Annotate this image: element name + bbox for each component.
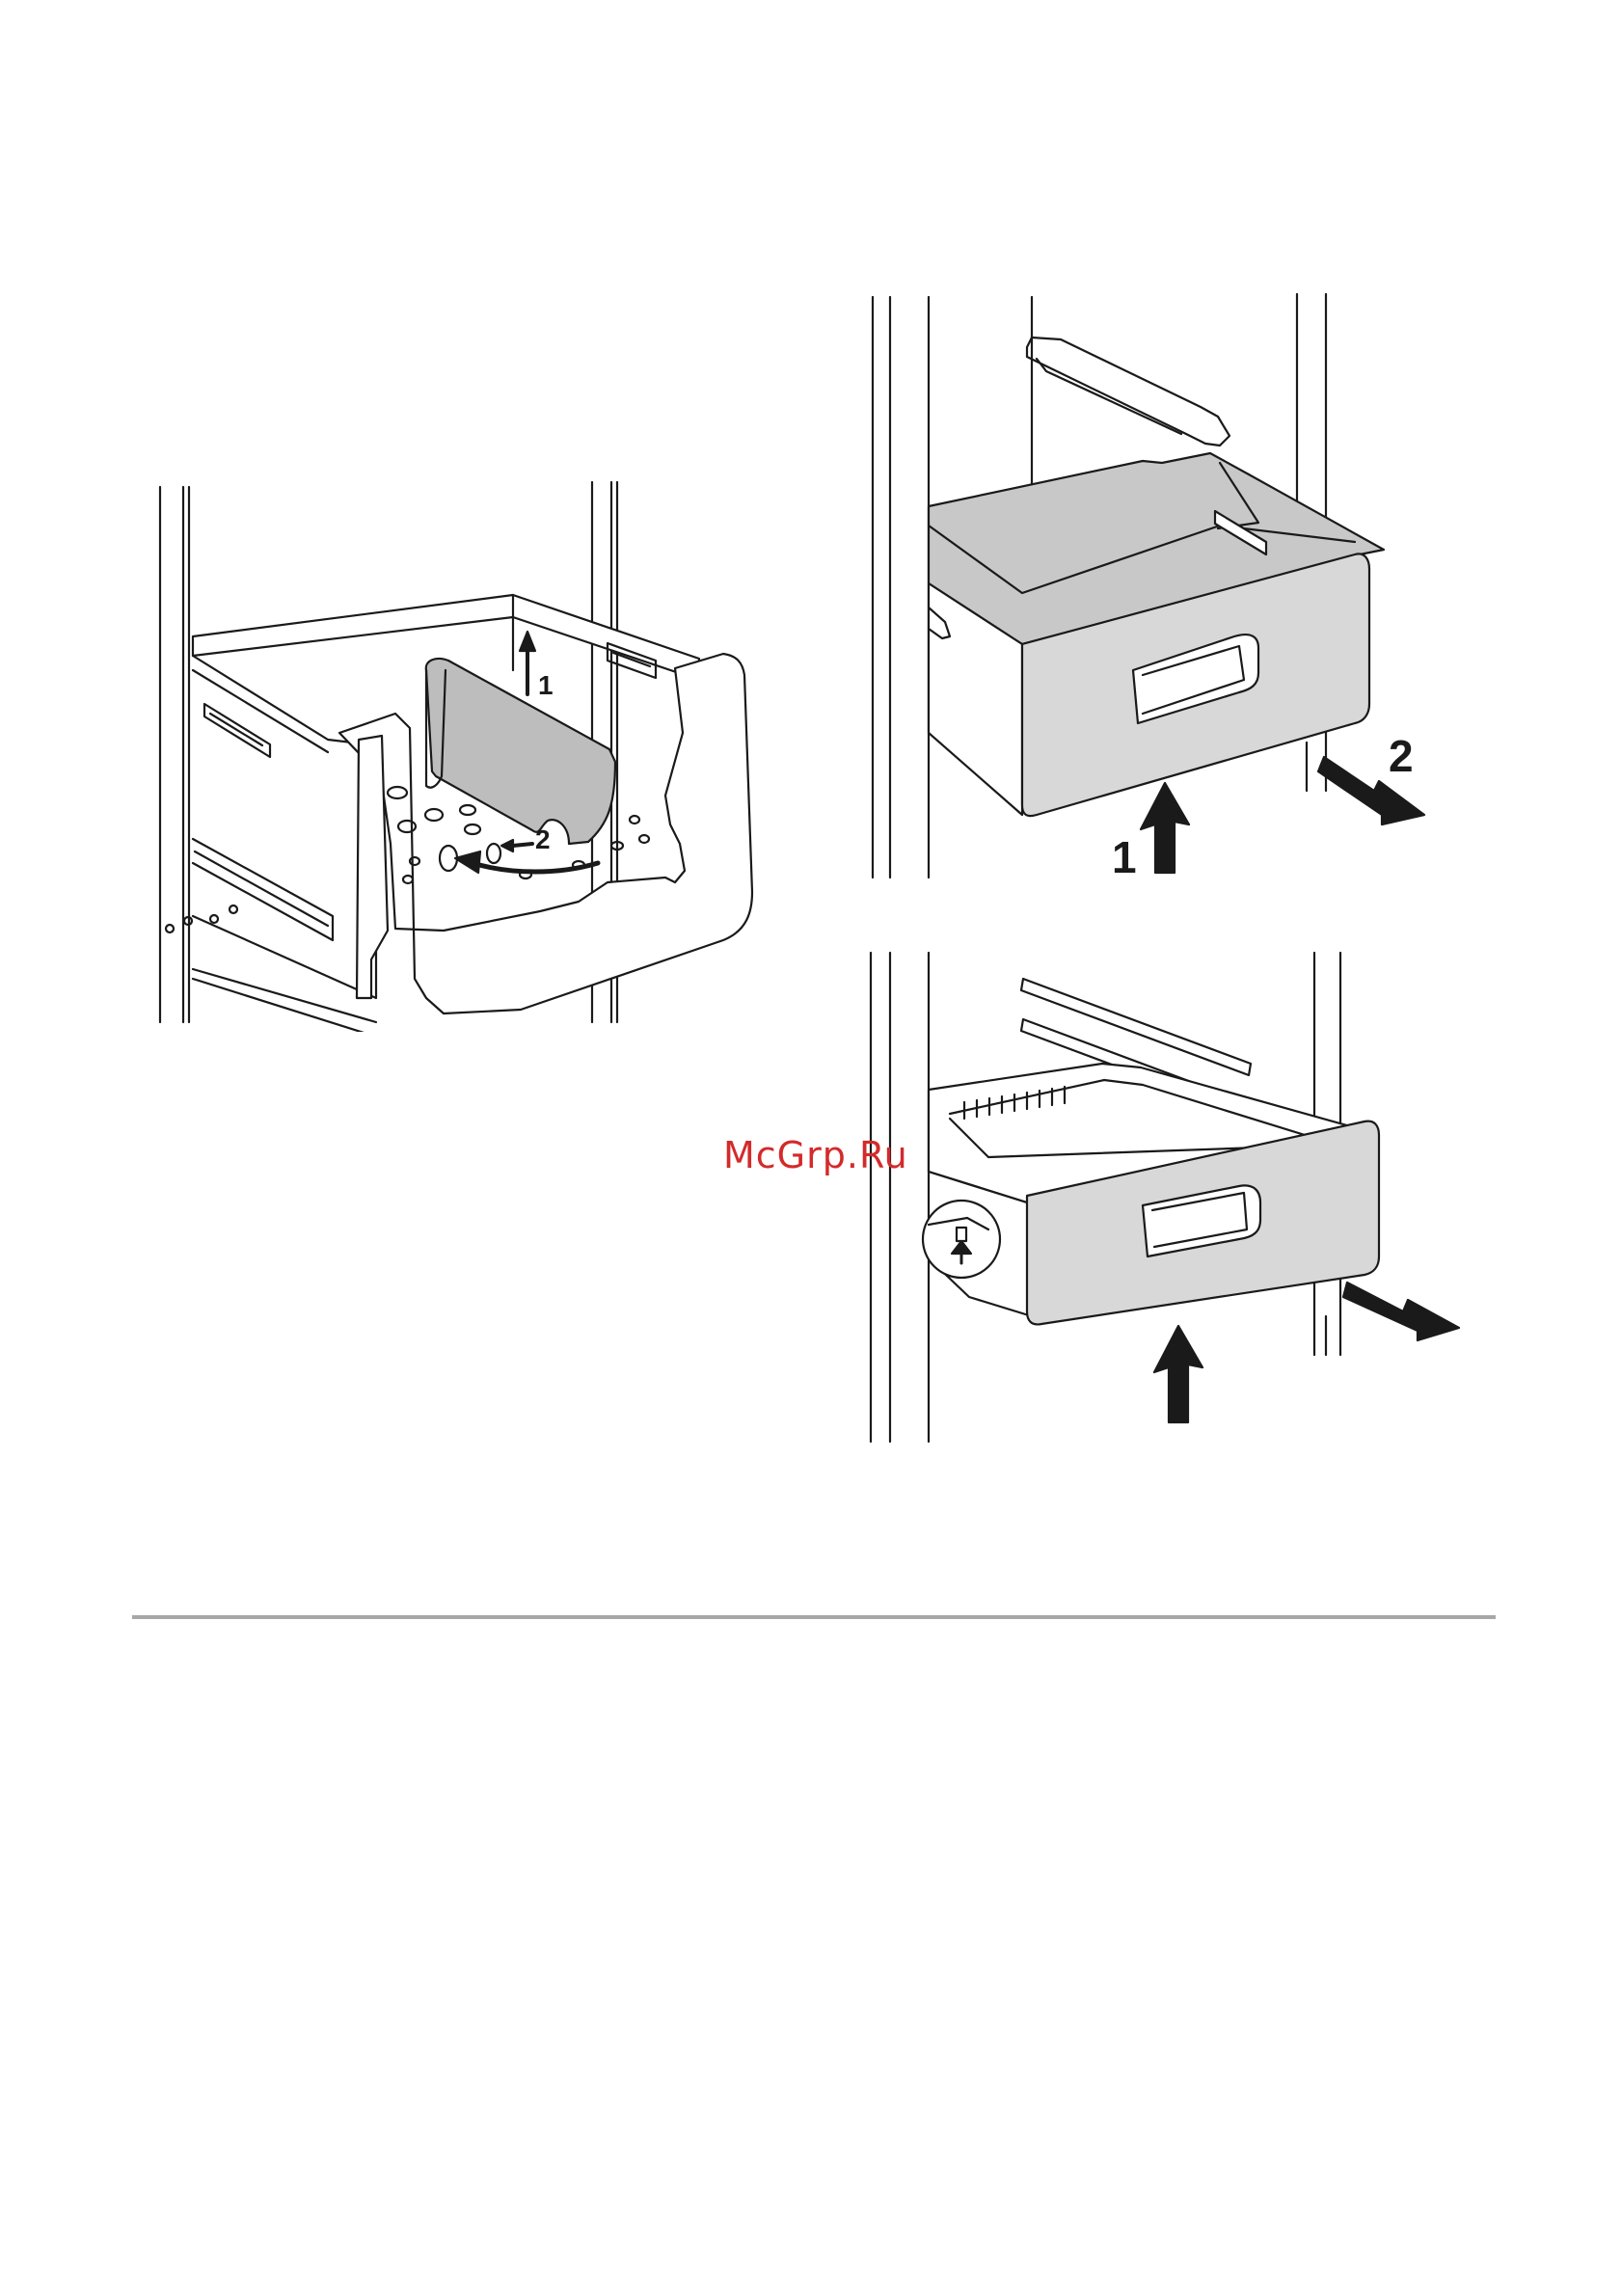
divider-plate	[426, 659, 615, 844]
arrow-curved-icon	[455, 840, 598, 873]
figure-divider-removal: 1 2	[154, 477, 771, 1032]
watermark-text: McGrp.Ru	[723, 1134, 908, 1176]
detail-magnifier	[923, 1201, 1000, 1278]
step-label-2: 2	[1389, 731, 1414, 781]
step-label-1: 1	[1112, 832, 1137, 882]
arrow-up-icon	[1154, 1326, 1202, 1422]
figure-basket-removal	[853, 950, 1471, 1451]
arrow-up-icon	[1141, 783, 1189, 873]
arrow-pull-icon	[1343, 1283, 1459, 1340]
figure-drawer-removal: 1 2	[853, 289, 1451, 906]
section-divider	[132, 1615, 1496, 1619]
rail-bracket	[1027, 338, 1229, 446]
step-label-2: 2	[535, 824, 551, 854]
step-label-1: 1	[538, 670, 554, 700]
arrow-up-icon	[520, 632, 535, 694]
